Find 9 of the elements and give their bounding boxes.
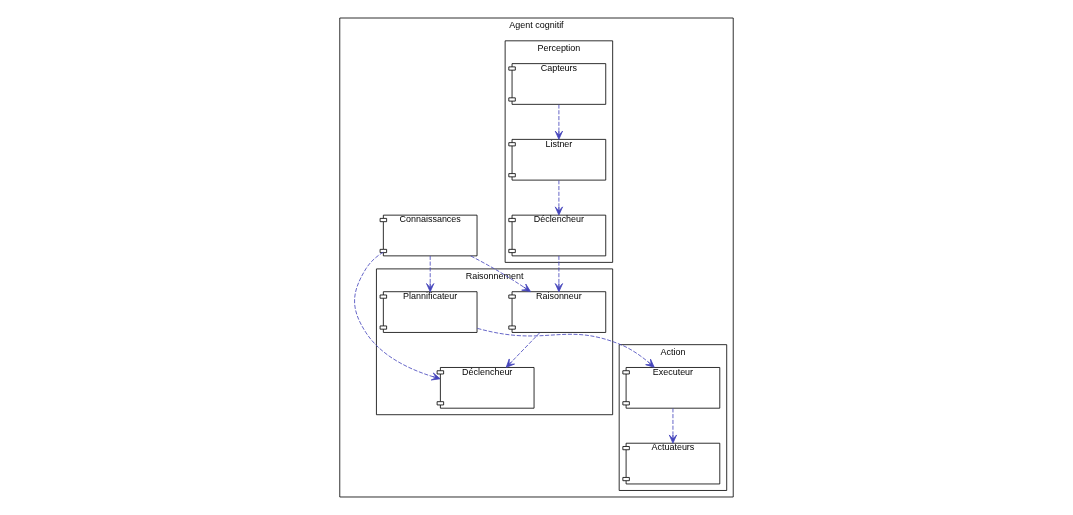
- arrow: [470, 255, 531, 292]
- arrow: [554, 255, 563, 293]
- arrow: [354, 251, 441, 381]
- arrow: [554, 104, 563, 140]
- arrow: [668, 408, 677, 444]
- arrow: [476, 328, 655, 368]
- arrow: [426, 255, 435, 293]
- arrow: [554, 180, 563, 216]
- arrow: [505, 332, 541, 368]
